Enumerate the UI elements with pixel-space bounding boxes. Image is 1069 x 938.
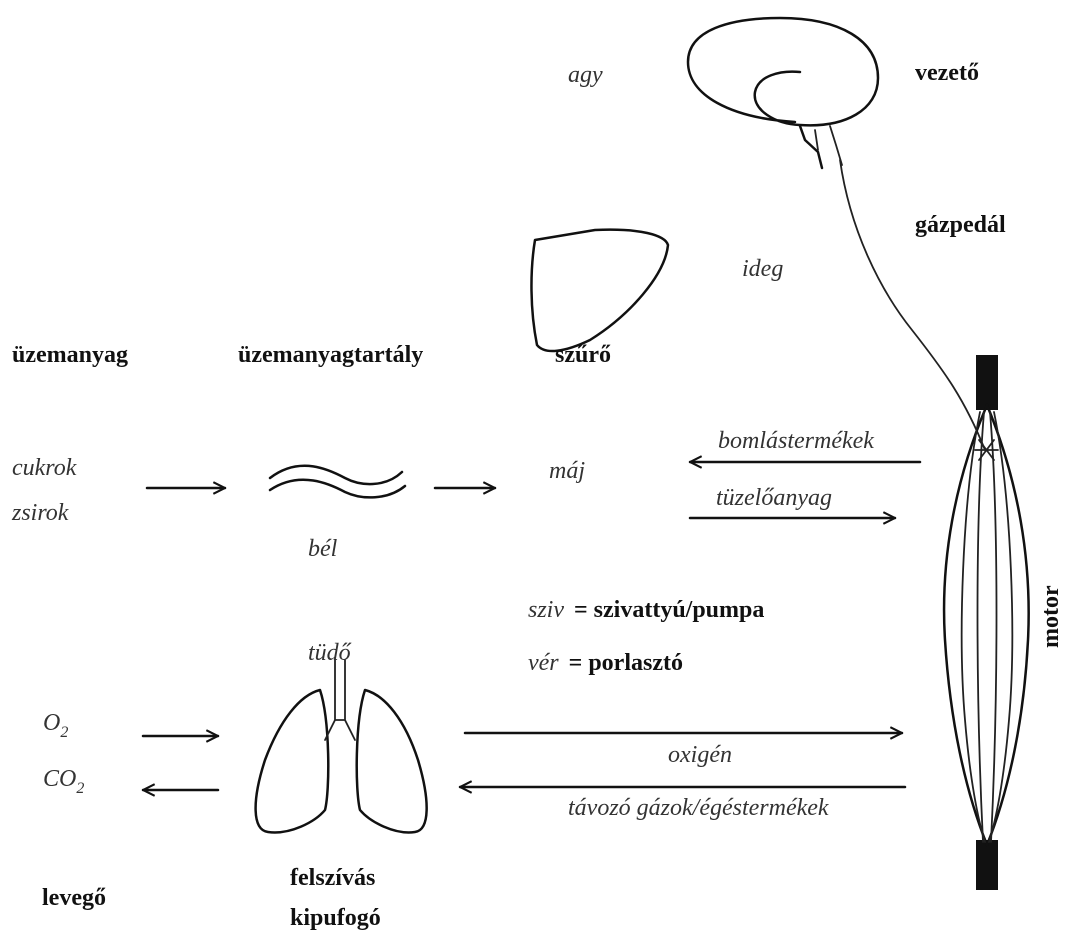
label-bel: bél: [308, 536, 338, 562]
label-ver: vér: [528, 650, 559, 676]
lungs-icon: [256, 660, 427, 832]
label-o2: O2: [43, 710, 68, 741]
label-co2: CO2: [43, 766, 84, 797]
label-maj: máj: [549, 458, 585, 484]
liver-icon: [531, 230, 668, 351]
label-vezeto: vezető: [915, 60, 979, 86]
label-motor: motor: [1038, 585, 1064, 648]
o2-sub: 2: [60, 724, 68, 741]
label-sziv-eq: = szivattyú/pumpa: [574, 597, 764, 623]
label-zsirok: zsirok: [11, 500, 69, 526]
label-oxigen: oxigén: [668, 742, 732, 768]
o2-base: O: [43, 710, 60, 736]
label-levego: levegő: [42, 885, 106, 911]
label-tudo: tüdő: [308, 640, 352, 666]
co2-base: CO: [43, 766, 76, 792]
label-ver-eq: = porlasztó: [569, 650, 683, 676]
nerve-line: [840, 160, 985, 450]
muscle-icon: [944, 355, 1029, 890]
label-cukrok: cukrok: [12, 455, 77, 481]
brain-icon: [688, 18, 878, 168]
label-tuzeloanyag: tüzelőanyag: [716, 485, 832, 511]
label-tavozo: távozó gázok/égéstermékek: [568, 795, 829, 821]
co2-sub: 2: [76, 780, 84, 797]
line-ver: vér = porlasztó: [528, 650, 683, 676]
label-szuro: szűrő: [555, 342, 611, 368]
label-agy: agy: [568, 62, 603, 88]
label-uzemanyag: üzemanyag: [12, 342, 128, 368]
intestine-icon: [270, 466, 405, 498]
label-kipufogo: kipufogó: [290, 905, 381, 931]
label-ideg: ideg: [742, 256, 783, 282]
label-bomlastermekek: bomlástermékek: [718, 428, 874, 454]
label-sziv: sziv: [528, 597, 564, 623]
label-felszivas: felszívás: [290, 865, 375, 891]
label-gazpedal: gázpedál: [915, 212, 1006, 238]
label-uzemanyagtartaly: üzemanyagtartály: [238, 342, 423, 368]
line-sziv: sziv = szivattyú/pumpa: [528, 597, 764, 623]
